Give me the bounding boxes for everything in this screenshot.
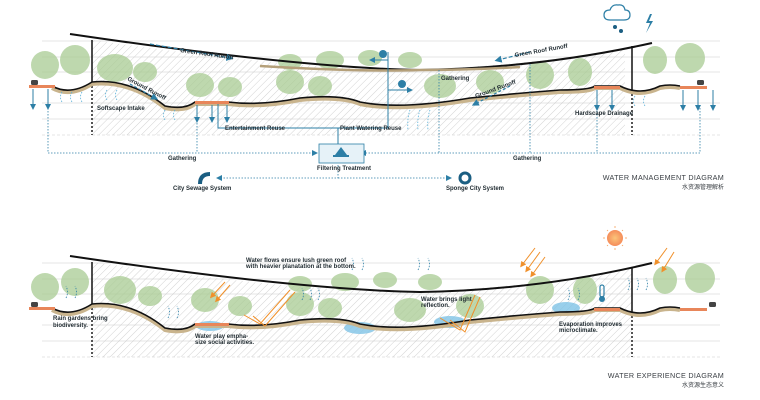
sponge-ring-icon xyxy=(458,171,472,185)
label-rain-gardens-line1: Rain gardens bring xyxy=(53,316,108,322)
arrow-to-sewage xyxy=(216,175,222,181)
label-gathering-left: Gathering xyxy=(168,156,197,162)
label-softscape-intake: Softscape Intake xyxy=(97,106,145,112)
evaporation-marks xyxy=(65,257,648,319)
raindrop-icon xyxy=(619,29,623,33)
infiltration-marks xyxy=(60,89,646,131)
label-hardscape-drainage: Hardscape Drainage xyxy=(575,111,634,117)
sun-rays xyxy=(209,247,675,333)
watering-can-icon xyxy=(379,50,387,58)
center-plaza xyxy=(195,323,229,326)
thermometer-icon xyxy=(599,284,605,302)
label-city-sewage-system: City Sewage System xyxy=(173,186,231,192)
watering-can-icon-2 xyxy=(398,80,406,88)
left-plaza xyxy=(29,307,55,310)
arrow-to-sponge xyxy=(446,175,452,181)
label-entertainment-reuse: Entertainment Reuse xyxy=(225,126,286,132)
right-car-icon xyxy=(709,302,716,307)
right-plaza-a xyxy=(594,308,620,311)
left-plaza xyxy=(29,85,55,88)
building-section-hatch xyxy=(92,262,632,357)
label-evaporation-line2: microclimate. xyxy=(559,328,598,334)
green-roof-soil xyxy=(259,64,521,72)
center-plaza xyxy=(195,101,229,104)
arrow-into-filter-left xyxy=(312,150,318,156)
water-management-section: Green Roof Runoff Green Roof Runoff Grou… xyxy=(29,4,724,192)
entertainment-reuse-pipe xyxy=(217,104,339,150)
right-plaza-a xyxy=(594,86,620,89)
drainage-arrows xyxy=(30,89,716,123)
ground-soil xyxy=(51,303,681,334)
label-light-reflection-line1: Water brings light xyxy=(421,297,472,303)
water-experience-title: WATER EXPERIENCE DIAGRAM xyxy=(608,371,724,380)
roof-line xyxy=(69,255,653,294)
label-rain-gardens-line2: biodiversity. xyxy=(53,323,88,329)
label-light-reflection-line2: reflection. xyxy=(421,303,450,309)
label-water-play-line1: Water play empha- xyxy=(195,334,248,340)
building-section-hatch xyxy=(92,40,625,135)
tree-canopy xyxy=(31,43,705,98)
label-filtering-treatment: Filtering Treatment xyxy=(317,166,371,172)
rain-cloud-icon xyxy=(603,4,631,21)
label-sponge-city-system: Sponge City System xyxy=(446,186,504,192)
green-roof-runoff-arrow-right xyxy=(494,51,531,63)
water-management-subtitle: 水资源管理解析 xyxy=(682,183,724,191)
water-management-title: WATER MANAGEMENT DIAGRAM xyxy=(603,173,724,182)
filter-icon-base xyxy=(333,155,349,157)
lightning-icon xyxy=(646,14,653,33)
filter-icon xyxy=(335,147,347,155)
water-experience-subtitle: 水资源生态意义 xyxy=(682,381,724,389)
right-plaza-b xyxy=(680,308,707,311)
label-green-roof-line2: with heavier planatation at the bottom. xyxy=(245,264,356,270)
green-roof-runoff-arrow-left xyxy=(149,43,234,61)
gathering-lines xyxy=(47,64,701,179)
raindrop-icon xyxy=(613,25,617,29)
plant-watering-pipe xyxy=(338,52,389,129)
label-evaporation-line1: Evaporation improves xyxy=(559,322,623,328)
right-plaza-b xyxy=(680,86,707,89)
ground-runoff-arrow-right xyxy=(471,85,511,106)
water-experience-section: Water flows ensure lush green roof with … xyxy=(29,226,724,389)
label-plant-watering-reuse: Plant Watering Reuse xyxy=(340,126,402,132)
label-water-play-line2: size social activities. xyxy=(195,340,254,346)
left-car-icon xyxy=(31,302,38,307)
left-car-icon xyxy=(31,80,38,85)
sewage-pipe-icon xyxy=(198,172,211,185)
tree-canopy xyxy=(31,263,715,322)
ground-line xyxy=(51,302,681,331)
label-green-roof-line1: Water flows ensure lush green roof xyxy=(246,258,347,264)
label-gathering-right: Gathering xyxy=(513,156,542,162)
sun-icon xyxy=(603,226,627,250)
label-gathering-upper: Gathering xyxy=(441,76,470,82)
right-car-icon xyxy=(697,80,704,85)
